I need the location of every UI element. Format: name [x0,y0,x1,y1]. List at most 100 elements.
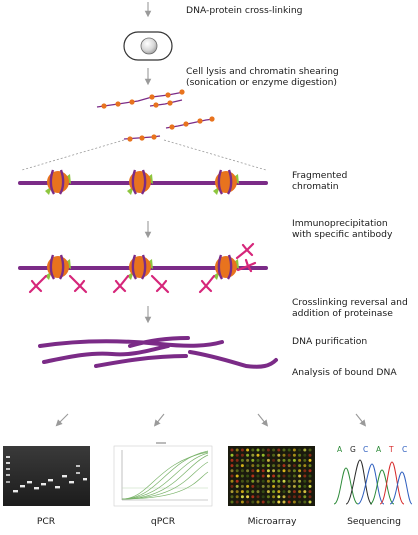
microarray-spot [272,490,276,494]
microarray-spot [303,474,307,478]
microarray-spot [251,500,255,504]
microarray-spot [303,469,307,473]
microarray-spot [235,453,239,457]
arrow-diagonal-icon [355,413,367,427]
microarray-spot [287,484,291,488]
microarray-spot [303,490,307,494]
method-label-microarray: Microarray [247,516,297,527]
fragmented-chromatin [18,169,268,195]
microarray-spot [292,495,296,499]
microarray-spot [230,458,234,462]
microarray-spot [287,500,291,504]
microarray-spot [240,490,244,494]
microarray-spot [240,453,244,457]
step-label-immunoprecipitation: Immunoprecipitation with specific antibo… [292,218,392,240]
microarray-spot [287,490,291,494]
microarray-spot [251,479,255,483]
microarray-spot [298,495,302,499]
dna-fragment [123,134,161,142]
antibody-icon [150,274,170,294]
microarray-spot [298,500,302,504]
nucleosome-icon [213,254,239,280]
microarray-spot [256,453,260,457]
microarray-spot [240,469,244,473]
microarray-spot [308,453,312,457]
microarray-spot [235,484,239,488]
microarray-spot [308,490,312,494]
microarray-spot [298,490,302,494]
microarray-spot [292,484,296,488]
microarray-spot [261,474,265,478]
step-label-analysis: Analysis of bound DNA [292,367,397,378]
step-label-purification: DNA purification [292,336,368,347]
microarray-spot [246,484,250,488]
microarray-spot [266,490,270,494]
microarray-spot [246,458,250,462]
sequence-letter: C [363,445,368,454]
microarray-spot [287,448,291,452]
microarray-spot [246,490,250,494]
nucleosome-icon [213,169,239,195]
microarray-spot [277,484,281,488]
microarray-spot [246,474,250,478]
microarray-spot [256,495,260,499]
microarray-spot [303,500,307,504]
microarray-spot [272,464,276,468]
microarray-spot [292,500,296,504]
microarray-spot [308,469,312,473]
microarray-spot [240,479,244,483]
microarray-spot [298,448,302,452]
microarray-spot [235,474,239,478]
microarray-spot [266,484,270,488]
microarray-spot [277,469,281,473]
microarray-spot [272,474,276,478]
microarray-spot [240,500,244,504]
microarray-spot [277,490,281,494]
microarray-spot [303,495,307,499]
arrow-diagonal-icon [257,413,269,427]
nucleosome-icon [45,169,71,195]
step-label-lysis-line1: Cell lysis and chromatin shearing [186,66,339,77]
microarray-spot [266,469,270,473]
microarray-spot [235,464,239,468]
microarray-spot [230,448,234,452]
microarray-spot [266,495,270,499]
antibody-icon [235,242,255,260]
microarray-spot [292,474,296,478]
microarray-spot [261,453,265,457]
microarray-spot [282,500,286,504]
microarray-spot [298,469,302,473]
microarray-spot [240,474,244,478]
method-label-qpcr: qPCR [150,516,176,527]
antibody-icon [68,274,88,294]
microarray-spot [256,479,260,483]
microarray-spot [277,464,281,468]
microarray-spot [298,458,302,462]
microarray-spot [230,453,234,457]
dna-fragment [165,116,215,130]
microarray-spot [230,500,234,504]
gel-electrophoresis-image [3,446,90,506]
microarray-spot [272,495,276,499]
microarray-spot [303,448,307,452]
microarray-spot [266,474,270,478]
microarray-spot [303,453,307,457]
microarray-spot [292,448,296,452]
microarray-spot [246,500,250,504]
microarray-spot [235,448,239,452]
microarray-spot [251,484,255,488]
microarray-spot [246,495,250,499]
dna-fragment [149,99,183,108]
microarray-spot [251,458,255,462]
microarray-spot [230,474,234,478]
microarray-spot [282,484,286,488]
microarray-spot [256,474,260,478]
microarray-spot [261,490,265,494]
microarray-spot [272,479,276,483]
step-label-reversal-line1: Crosslinking reversal and [292,297,408,308]
microarray-spot [240,464,244,468]
microarray-spot [240,458,244,462]
antibody-bound-chromatin [18,242,268,294]
microarray-spot [266,464,270,468]
sequence-letter: T [388,445,394,454]
